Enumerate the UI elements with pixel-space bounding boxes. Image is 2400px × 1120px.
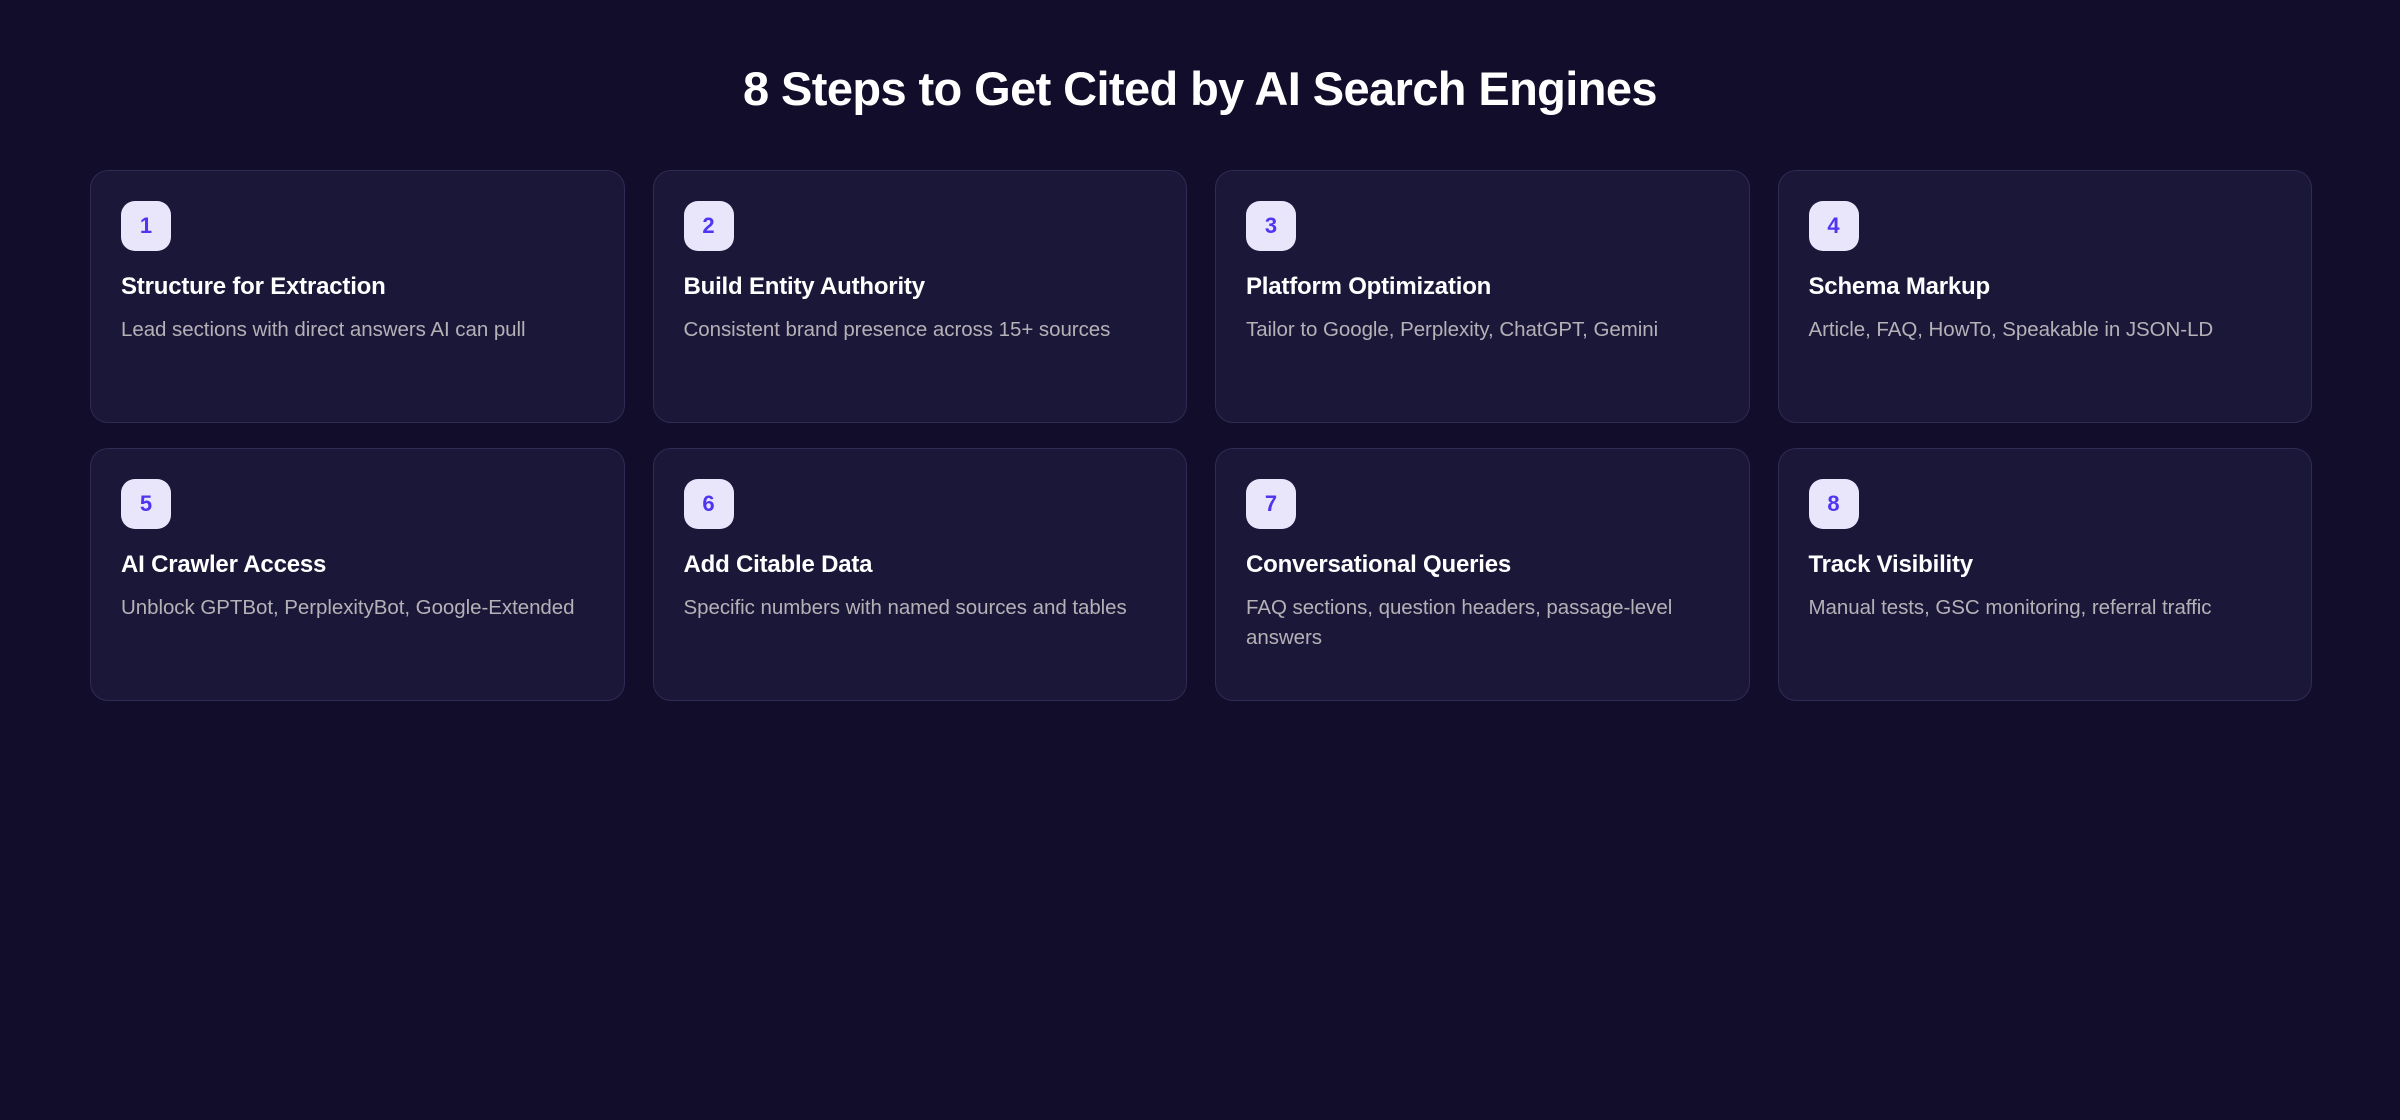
step-title: Platform Optimization (1246, 273, 1492, 300)
step-description: Specific numbers with named sources and … (683, 595, 1127, 619)
step-description: Lead sections with direct answers AI can… (121, 317, 526, 341)
step-title: Track Visibility (1808, 551, 1974, 578)
step-description: Article, FAQ, HowTo, Speakable in JSON-L… (1808, 317, 2214, 341)
step-number-badge: 7 (1246, 479, 1296, 529)
step-card-4[interactable]: 4 Schema Markup Article, FAQ, HowTo, Spe… (1777, 170, 2312, 423)
step-card-1[interactable]: 1 Structure for Extraction Lead sections… (90, 170, 625, 423)
step-card-2[interactable]: 2 Build Entity Authority Consistent bran… (652, 170, 1187, 423)
page-title: 8 Steps to Get Cited by AI Search Engine… (743, 62, 1657, 115)
step-description: Unblock GPTBot, PerplexityBot, Google-Ex… (121, 595, 575, 619)
step-card-6[interactable]: 6 Add Citable Data Specific numbers with… (652, 448, 1187, 701)
step-description: Consistent brand presence across 15+ sou… (683, 317, 1111, 341)
step-card-8[interactable]: 8 Track Visibility Manual tests, GSC mon… (1777, 448, 2312, 701)
step-title: Add Citable Data (683, 551, 873, 578)
step-number-badge: 5 (121, 479, 171, 529)
step-number-badge: 8 (1808, 479, 1859, 529)
step-description: Manual tests, GSC monitoring, referral t… (1808, 595, 2212, 619)
step-number-badge: 3 (1246, 201, 1296, 251)
step-number-badge: 6 (683, 479, 734, 529)
step-number-badge: 1 (121, 201, 171, 251)
step-title: Schema Markup (1808, 273, 1991, 300)
step-description: Tailor to Google, Perplexity, ChatGPT, G… (1246, 317, 1659, 341)
step-number-badge: 2 (683, 201, 734, 251)
steps-grid: 1 Structure for Extraction Lead sections… (90, 170, 2312, 701)
step-title: Conversational Queries (1246, 551, 1512, 578)
step-title: Structure for Extraction (121, 273, 386, 300)
step-number-badge: 4 (1808, 201, 1859, 251)
step-card-3[interactable]: 3 Platform Optimization Tailor to Google… (1215, 170, 1750, 423)
step-title: Build Entity Authority (683, 273, 926, 300)
step-title: AI Crawler Access (121, 551, 327, 578)
step-card-7[interactable]: 7 Conversational Queries FAQ sections, q… (1215, 448, 1750, 701)
step-card-5[interactable]: 5 AI Crawler Access Unblock GPTBot, Perp… (90, 448, 625, 701)
step-description: FAQ sections, question headers, passage-… (1246, 595, 1673, 650)
page-title-container: 8 Steps to Get Cited by AI Search Engine… (0, 62, 2400, 116)
